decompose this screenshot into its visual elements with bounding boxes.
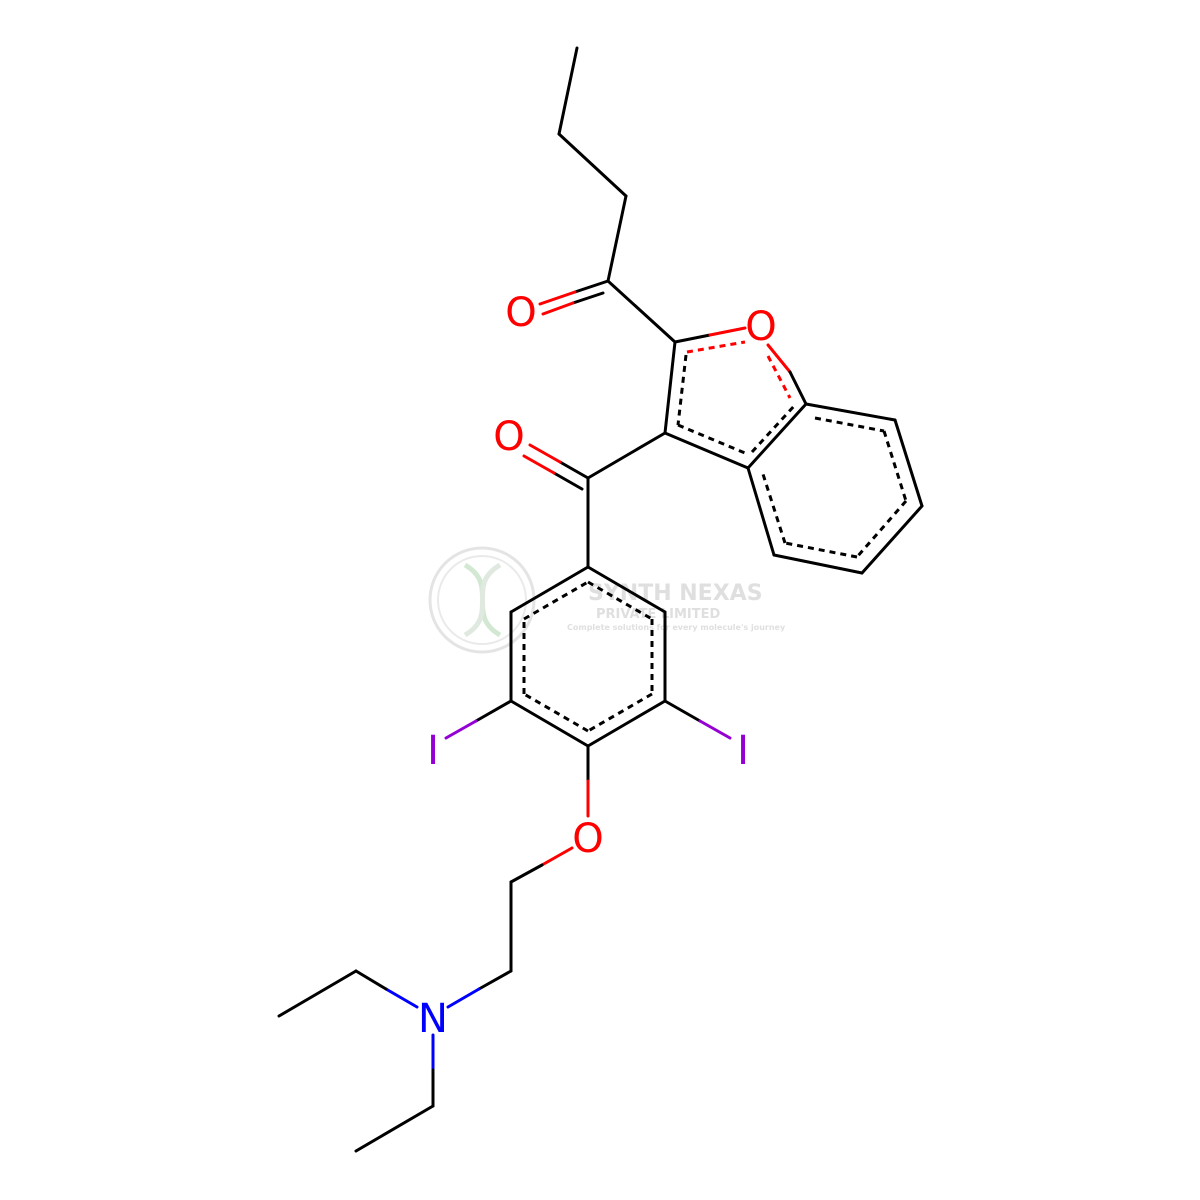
bond-furan-c2-o-arom (686, 340, 746, 354)
bond-n-et1-a (384, 987, 419, 1009)
bond-furan-c2-o-a (673, 333, 712, 344)
bond-ph-4 (509, 699, 590, 748)
bond-ph-6 (509, 565, 590, 614)
bond-benz-3 (860, 504, 924, 575)
bond-furan-c3-c3a (663, 431, 750, 470)
bond-ph-1 (586, 565, 667, 614)
bond-furan-c3-c3a-arom (677, 423, 746, 455)
watermark-line1: SYNTH NEXAS (588, 581, 763, 606)
atom-o-furan: O (745, 304, 776, 350)
bond-ketone-2a (571, 291, 605, 305)
bond-ketone-1b (538, 290, 577, 306)
bond-benz-2 (893, 418, 924, 508)
bond-ph-4-arom (523, 692, 589, 733)
bond-i-left-a (474, 699, 513, 723)
bond-furan-c2-c3 (663, 340, 677, 435)
bond-i-left-b (444, 719, 478, 740)
bond-furan-c3a-c7a (746, 402, 808, 470)
bond-benz-5-arom (760, 470, 787, 544)
bond-n-et1-b (354, 969, 388, 991)
bond-ph-3 (586, 699, 667, 748)
atom-o-carbonyl: O (493, 414, 524, 460)
bond-ch2-n-a (477, 969, 513, 991)
bond-chain-3 (606, 194, 628, 283)
bond-chain-4 (606, 279, 677, 344)
atom-o-ether: O (572, 816, 603, 862)
bond-furan-o-c7a-arom (766, 355, 792, 399)
bond-o-ch2-b (509, 863, 544, 884)
bond-benz-1 (804, 402, 897, 422)
atom-o-ketone: O (505, 290, 536, 336)
bond-furan-o-c7a-a (766, 343, 792, 374)
bond-et2-ch3 (354, 1104, 435, 1153)
bond-benz-4 (772, 553, 864, 575)
bond-benz-4-arom (784, 541, 858, 559)
bond-ch2-n-b (446, 987, 481, 1009)
dna-helix-icon (428, 546, 536, 654)
bond-benz-1-arom (814, 416, 885, 433)
bond-et1-ch3 (277, 969, 358, 1018)
bond-benz-2-arom (882, 430, 908, 502)
bond-benz-5 (746, 466, 776, 557)
bond-furan-c2-o-b (708, 326, 747, 337)
bond-carbonyl-1a (558, 460, 590, 480)
bond-ketone-2b (541, 301, 575, 316)
bond-chain-1 (557, 46, 579, 136)
bond-chain-2 (557, 132, 628, 198)
bond-ph-3-arom (587, 692, 653, 733)
bond-i-right-b (698, 719, 732, 740)
bond-carbonyl-2a (552, 471, 584, 491)
bond-carbonyl-2b (522, 454, 556, 475)
atom-n-amine: N (418, 996, 448, 1042)
bond-c3-carbonyl (586, 431, 667, 480)
watermark-line3: Complete solutions for every molecule's … (567, 623, 786, 632)
atom-i-left: I (427, 728, 439, 774)
watermark-line2: PRIVATE LIMITED (596, 607, 721, 622)
bond-ph-1-arom (587, 580, 653, 621)
bond-furan-c3a-c7a-arom (750, 403, 797, 454)
bond-o-ch2-a (540, 846, 574, 867)
bond-furan-c2-c3-arom (676, 354, 688, 426)
bond-benz-3-arom (855, 500, 908, 558)
bond-ketone-1a (573, 279, 610, 294)
bond-ph-6-arom (523, 580, 589, 621)
bond-i-right-a (663, 699, 702, 723)
bond-furan-o-c7a-b (788, 370, 808, 406)
atom-i-right: I (737, 728, 749, 774)
bond-carbonyl-1b (528, 443, 562, 464)
watermark: SYNTH NEXAS PRIVATE LIMITED Complete sol… (428, 546, 786, 654)
